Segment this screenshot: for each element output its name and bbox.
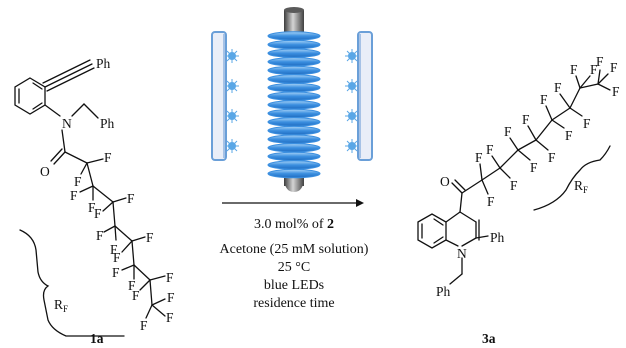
coil-turn <box>267 57 321 67</box>
coil-turn <box>267 125 321 136</box>
coil-turn <box>267 82 321 93</box>
fluorine-label: F <box>94 206 102 221</box>
led-icon <box>225 79 239 93</box>
fluorine-label: F <box>113 250 121 265</box>
benzyl-phenyl-label: Ph <box>436 284 451 299</box>
fluorine-label: F <box>128 278 136 293</box>
residence-time-text: residence time <box>253 296 334 311</box>
fluorine-label: F <box>166 270 174 285</box>
nitrogen-label: N <box>62 116 72 131</box>
fluorine-label: F <box>522 112 530 127</box>
coil-turn <box>267 151 321 162</box>
coil-turn <box>267 117 321 127</box>
fluorine-label: F <box>88 200 96 215</box>
coil-turn <box>267 168 321 179</box>
led-icon <box>225 139 239 153</box>
reactant-bonds <box>14 59 166 319</box>
photoreactor-illustration <box>211 7 373 192</box>
led-icon <box>345 79 359 93</box>
fluorine-label: F <box>110 242 118 257</box>
rf-label: RF <box>574 178 588 195</box>
coil-turn <box>267 134 321 144</box>
oxygen-label: O <box>40 164 50 179</box>
rf-brace <box>19 229 125 337</box>
fluorine-label: F <box>596 54 604 69</box>
fluorine-label: F <box>166 310 174 325</box>
solvent-text: Acetone (25 mM solution) <box>220 242 369 257</box>
rf-brace <box>533 145 611 211</box>
fluorine-label: F <box>70 188 78 203</box>
compound-3a-label: 3a <box>482 331 496 346</box>
coil-turn <box>267 74 321 84</box>
coil-turn <box>267 39 321 50</box>
coil-turn <box>267 143 321 153</box>
fluorine-label: F <box>554 80 562 95</box>
compound-1a-label: 1a <box>90 331 104 346</box>
led-icon <box>345 49 359 63</box>
coil-turn <box>267 100 321 110</box>
led-icon <box>345 139 359 153</box>
phenyl-label: Ph <box>96 56 111 71</box>
rf-label: RF <box>54 297 68 314</box>
oxygen-label: O <box>440 174 450 189</box>
fluorine-label: F <box>565 128 573 143</box>
tubing-coil <box>267 31 321 179</box>
fluorine-label: F <box>475 150 483 165</box>
right-led-panel <box>357 31 373 161</box>
fluorine-label: F <box>530 160 538 175</box>
fluorine-label: F <box>510 178 518 193</box>
fluorine-label: F <box>104 150 112 165</box>
fluorine-label: F <box>487 194 495 209</box>
fluorine-label: F <box>548 150 556 165</box>
fluorine-label: F <box>504 124 512 139</box>
coil-turn <box>267 65 321 76</box>
left-led-icons <box>225 49 239 153</box>
fluorine-label: F <box>583 116 591 131</box>
fluorine-label: F <box>112 265 120 280</box>
catalyst-loading: 3.0 mol% of 2 <box>254 217 334 232</box>
fluorine-label: F <box>167 290 175 305</box>
fluorine-label: F <box>74 174 82 189</box>
led-icon <box>225 109 239 123</box>
phenyl-label: Ph <box>490 230 505 245</box>
fluorine-label: F <box>140 318 148 333</box>
led-icon <box>345 109 359 123</box>
fluorine-label: F <box>610 60 618 75</box>
fluorine-label: F <box>540 92 548 107</box>
benzyl-phenyl-label: Ph <box>100 116 115 131</box>
coil-turn <box>267 108 321 119</box>
fluorine-label: F <box>570 62 578 77</box>
fluorine-label: F <box>96 228 104 243</box>
fluorine-label: F <box>486 142 494 157</box>
left-led-panel <box>211 31 227 161</box>
temperature-text: 25 °C <box>278 260 310 275</box>
fluorine-label: F <box>132 288 140 303</box>
coil-turn <box>267 31 321 41</box>
fluorine-label: F <box>146 230 154 245</box>
right-led-icons <box>345 49 359 153</box>
coil-turn <box>267 48 321 58</box>
coil-turn <box>267 91 321 101</box>
fluorine-label: F <box>612 84 620 99</box>
fluorine-label: F <box>127 191 135 206</box>
fluorine-label: F <box>590 62 598 77</box>
led-icon <box>225 49 239 63</box>
coil-turn <box>267 160 321 170</box>
product-bonds <box>417 69 611 285</box>
light-source-text: blue LEDs <box>264 278 324 293</box>
reaction-arrow <box>222 199 364 207</box>
nitrogen-label: N <box>457 246 467 261</box>
reaction-conditions: 3.0 mol% of 2 Acetone (25 mM solution) 2… <box>220 217 369 311</box>
